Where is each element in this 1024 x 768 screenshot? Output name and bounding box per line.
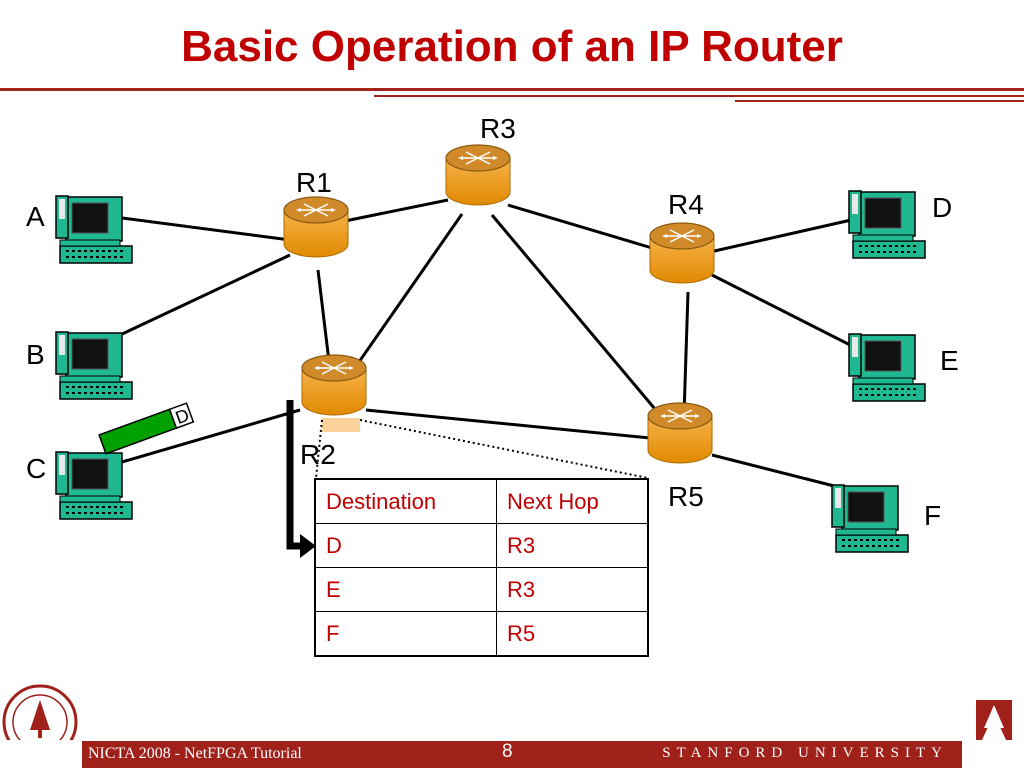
host-a-icon [55, 195, 133, 264]
router-r5-label: R5 [668, 481, 704, 512]
footer-left-text: NICTA 2008 - NetFPGA Tutorial [88, 745, 302, 762]
network-diagram: D R1 R2 R3 R4 R5 A B C D E F [2, 113, 1012, 740]
title-underline [0, 88, 1024, 91]
host-a-label: A [26, 201, 45, 232]
host-c-icon [55, 451, 133, 520]
routing-table-header-next-hop: Next Hop [496, 478, 649, 524]
router-r4-icon [649, 222, 715, 284]
table-row: E R3 [314, 567, 649, 612]
table-row: D R3 [314, 523, 649, 568]
link-a-r1 [121, 216, 291, 242]
router-r5-icon [647, 402, 713, 464]
footer-right-text: STANFORD UNIVERSITY [662, 745, 948, 761]
router-r2-port-highlight [322, 418, 360, 432]
routing-table-header-row: Destination Next Hop [314, 478, 649, 524]
router-r1-label: R1 [296, 167, 332, 198]
title-underline-accent [374, 95, 1024, 97]
routing-table: Destination Next Hop D R3 E R3 F R5 [314, 478, 649, 657]
links [119, 198, 861, 492]
zoom-line-right [359, 419, 649, 479]
link-r3-r5 [490, 214, 662, 416]
host-f-icon [831, 484, 909, 553]
router-r3-label: R3 [480, 113, 516, 144]
stanford-seal-logo [2, 684, 78, 740]
link-r5-f [711, 453, 851, 492]
routing-table-header-destination: Destination [314, 478, 497, 524]
router-r4-label: R4 [668, 189, 704, 220]
page-number: 8 [502, 741, 513, 762]
link-b-r1 [119, 253, 291, 337]
host-e-label: E [940, 345, 959, 376]
host-b-icon [55, 331, 133, 400]
packet: D [98, 402, 195, 455]
link-r4-e [711, 273, 861, 352]
routing-table-cell: E [314, 567, 497, 612]
link-r2-r5 [365, 408, 651, 440]
table-row: F R5 [314, 611, 649, 657]
link-r4-d [709, 216, 861, 254]
routing-table-cell: D [314, 523, 497, 568]
host-e-icon [848, 333, 926, 402]
footer-bar: NICTA 2008 - NetFPGA Tutorial 8 STANFORD… [82, 741, 962, 768]
router-r1-icon [283, 196, 349, 258]
link-r3-r4 [507, 203, 653, 250]
lookup-arrow-head [300, 534, 316, 558]
routing-table-cell: F [314, 611, 497, 657]
host-b-label: B [26, 339, 45, 370]
router-r2-label: R2 [300, 439, 336, 470]
link-r1-r3 [339, 198, 449, 224]
host-f-label: F [924, 500, 941, 531]
slide-title: Basic Operation of an IP Router [181, 22, 843, 71]
routing-table-cell: R3 [496, 523, 649, 568]
routing-table-cell: R3 [496, 567, 649, 612]
host-c-label: C [26, 453, 46, 484]
router-r3-icon [445, 144, 511, 206]
router-r2-icon [301, 354, 367, 416]
link-r1-r2 [316, 269, 332, 371]
stanford-tree-logo [976, 700, 1012, 740]
link-c-r2 [121, 408, 301, 464]
packet-label: D [173, 405, 192, 428]
link-r2-r3 [350, 213, 464, 373]
title-underline-accent-2 [735, 100, 1024, 102]
link-r4-r5 [682, 291, 690, 416]
host-d-icon [848, 190, 926, 259]
lookup-arrow [286, 400, 304, 550]
host-d-label: D [932, 192, 952, 223]
routing-table-cell: R5 [496, 611, 649, 657]
